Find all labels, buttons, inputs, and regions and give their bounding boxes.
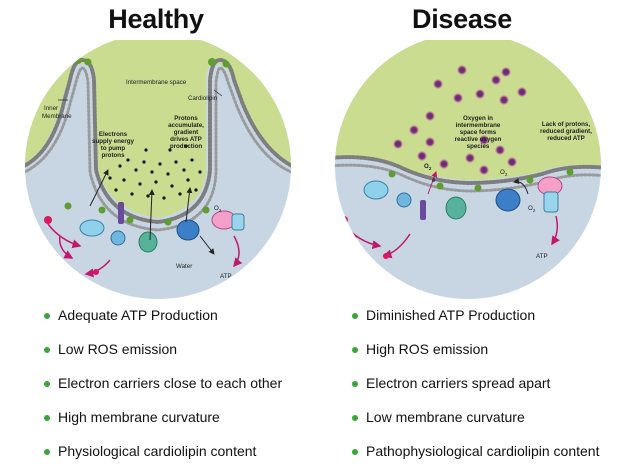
cytochrome-c — [118, 202, 124, 224]
healthy-membrane-inner — [25, 66, 291, 232]
d-o2-arrow — [513, 178, 529, 195]
d-label-o2-bottom: O2 — [528, 205, 536, 213]
label-oxygen-3: space forms — [460, 129, 497, 136]
label-lack-2: reduced gradient, — [540, 128, 592, 135]
label-electrons-1: Electrons — [99, 131, 128, 138]
disease-membrane — [335, 155, 601, 186]
label-intermembrane: Intermembrane space — [126, 79, 187, 86]
label-protons-2: accumulate, — [168, 122, 204, 129]
healthy-bullet: Electron carriers close to each other — [44, 371, 282, 405]
bullet-dot — [352, 415, 358, 421]
d-cardiolipin-molecules — [388, 168, 574, 192]
disease-membrane-inner — [335, 163, 601, 193]
atp-arrow — [233, 235, 243, 268]
d-label-o2-top: O2 — [500, 169, 508, 177]
disease-bullet-list: Diminished ATP Production High ROS emiss… — [352, 303, 599, 473]
d-atp-arrow — [551, 215, 560, 246]
disease-bullet: High ROS emission — [352, 337, 599, 371]
d-electron-source — [340, 216, 348, 224]
healthy-bullet-list: Adequate ATP Production Low ROS emission… — [44, 303, 282, 473]
label-oxygen-1: Oxygen in — [463, 115, 493, 122]
healthy-bullet: Adequate ATP Production — [44, 303, 282, 337]
cardiolipin-molecules — [64, 56, 230, 226]
healthy-bullet: Low ROS emission — [44, 337, 282, 371]
flow-arrow-3 — [84, 259, 111, 278]
bullet-dot — [44, 347, 50, 353]
d-label-atp: ATP — [536, 253, 548, 260]
flow-arrow-1 — [59, 235, 74, 259]
label-protons-1: Protons — [174, 115, 198, 122]
healthy-bullet: High membrane curvature — [44, 405, 282, 439]
d-complex-iv — [495, 188, 521, 212]
healthy-membrane — [25, 57, 291, 225]
d-complex-i — [363, 180, 389, 200]
cardiolipin-pointer — [213, 89, 223, 97]
label-o2: O2 — [214, 205, 222, 213]
disease-bullet: Diminished ATP Production — [352, 303, 599, 337]
label-electrons-2: supply energy — [92, 138, 135, 145]
proton-arrow-2 — [185, 187, 193, 223]
bullet-dot — [352, 381, 358, 387]
disease-title: Disease — [412, 4, 512, 34]
label-water: Water — [176, 263, 192, 270]
mitochondria-diagram: Intermembrane space Inner Membrane Cardi… — [25, 40, 601, 299]
label-lack-3: reduced ATP — [547, 135, 584, 142]
bullet-dot — [44, 313, 50, 319]
label-electrons-3: to pump — [101, 145, 126, 152]
d-cytochrome-c — [420, 200, 426, 220]
d-electron-source-2 — [383, 253, 389, 259]
electron-arrow — [89, 169, 109, 207]
atp-synthase-stalk — [231, 213, 245, 231]
ros-particles — [393, 65, 527, 175]
complex-iii — [138, 231, 158, 253]
healthy-panel: Intermembrane space Inner Membrane Cardi… — [25, 40, 291, 299]
label-oxygen-2: intermembrane — [456, 122, 501, 129]
disease-bullet: Low membrane curvature — [352, 405, 599, 439]
bullet-dot — [44, 449, 50, 455]
flow-arrow-2 — [47, 223, 82, 249]
bullet-dot — [44, 415, 50, 421]
label-oxygen-4: reactive oxygen — [455, 136, 502, 143]
d-complex-ii — [396, 192, 412, 208]
d-atp-synthase-stalk — [543, 191, 559, 213]
label-protons-3: gradient — [174, 129, 198, 136]
d-electron-leak-arrow — [427, 171, 438, 195]
bullet-dot — [44, 381, 50, 387]
label-electrons-4: protons — [101, 152, 125, 159]
label-atp: ATP — [220, 273, 232, 280]
disease-bullet: Electron carriers spread apart — [352, 371, 599, 405]
electron-source — [44, 216, 52, 224]
healthy-bullet: Physiological cardiolipin content — [44, 439, 282, 473]
healthy-protons — [108, 144, 202, 200]
d-label-o2-ros: O2 — [424, 163, 432, 171]
disease-panel: Oxygen in intermembrane space forms reac… — [335, 40, 601, 299]
electron-source-2 — [93, 269, 99, 275]
complex-ii — [110, 230, 126, 246]
label-protons-4: drives ATP — [170, 136, 202, 143]
label-protons-5: production — [170, 143, 203, 150]
healthy-title: Healthy — [108, 4, 204, 34]
bullet-dot — [352, 313, 358, 319]
label-inner-1: Inner — [44, 105, 58, 112]
label-cardiolipin: Cardiolipin — [188, 95, 218, 102]
water-arrow — [199, 235, 215, 255]
healthy-intermembrane — [25, 40, 291, 218]
complex-iv — [176, 219, 200, 241]
disease-bullet: Pathophysiological cardiolipin content — [352, 439, 599, 473]
label-inner-2: Membrane — [42, 113, 72, 120]
complex-i — [79, 219, 105, 237]
proton-arrow-1 — [148, 189, 155, 241]
d-label-e: e — [432, 177, 436, 184]
bullet-dot — [352, 449, 358, 455]
label-lack-1: Lack of protons, — [542, 121, 590, 128]
d-complex-iii — [445, 196, 467, 220]
label-oxygen-5: species — [467, 143, 490, 150]
bullet-dot — [352, 347, 358, 353]
